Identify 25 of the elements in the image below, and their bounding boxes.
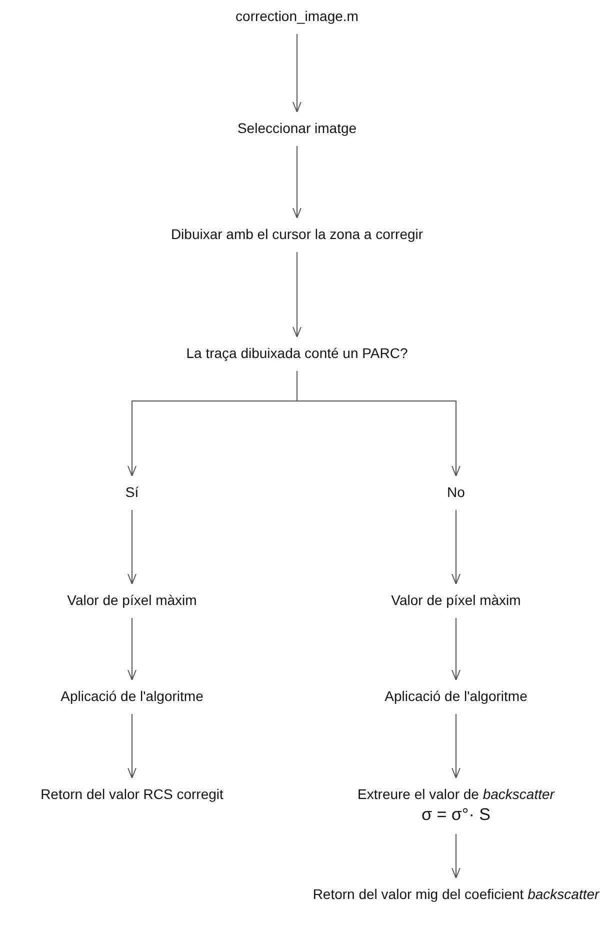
arrow (128, 618, 136, 680)
step-text: Retorn del valor RCS corregit (40, 785, 224, 804)
step-text: Retorn del valor mig del coeficient backscatter (312, 885, 600, 904)
arrow (292, 252, 302, 338)
arrow (452, 714, 460, 778)
step-text: La traça dibuixada conté un PARC? (186, 344, 408, 363)
step-text: correction_image.m (236, 7, 358, 26)
arrow (452, 618, 460, 680)
arrow (128, 510, 136, 584)
arrow (452, 834, 460, 878)
step-text: Extreure el valor de backscatter (358, 785, 554, 804)
formula-text: σ = σ°· S (420, 804, 492, 826)
step-text: Valor de píxel màxim (67, 591, 197, 610)
step-text: Aplicació de l'algoritme (384, 687, 528, 706)
step-text: Aplicació de l'algoritme (60, 687, 204, 706)
arrow (292, 34, 302, 112)
arrow (296, 370, 460, 476)
arrow (452, 510, 460, 584)
step-text: Seleccionar imatge (237, 119, 357, 138)
step-text: Dibuixar amb el cursor la zona a corregir (170, 225, 424, 244)
step-text: No (447, 483, 465, 502)
arrow (292, 146, 302, 218)
step-text: Valor de píxel màxim (391, 591, 521, 610)
arrow (128, 714, 136, 778)
step-text: Sí (125, 483, 139, 502)
